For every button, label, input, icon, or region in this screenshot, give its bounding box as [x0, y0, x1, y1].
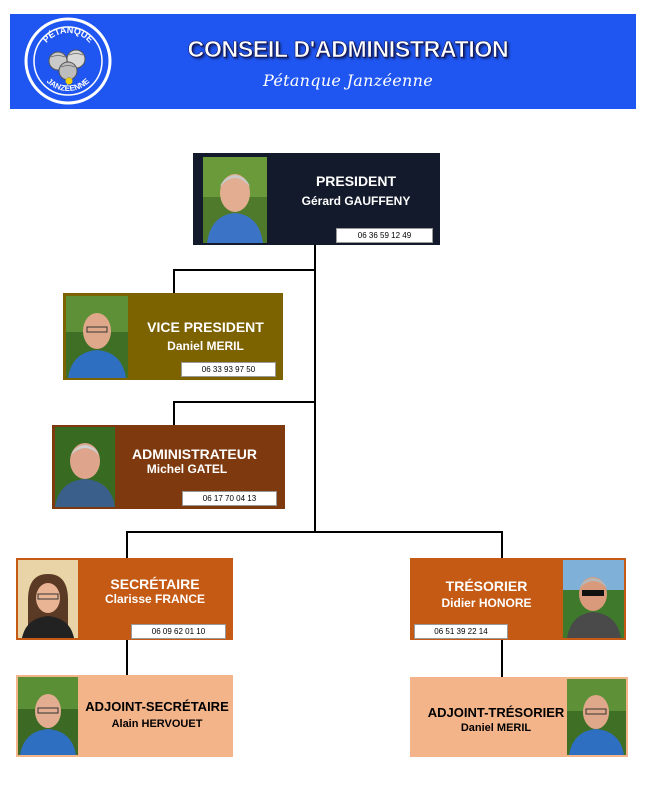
secretaire-phone: 06 09 62 01 10	[131, 624, 226, 639]
secretaire-photo	[18, 560, 78, 638]
administrateur-name: Michel GATEL	[146, 462, 228, 476]
administrateur-role: ADMINISTRATEUR	[132, 446, 257, 462]
connector-sec-v	[126, 531, 128, 558]
connector-admin-h	[173, 401, 316, 403]
tresorier-photo	[563, 560, 624, 638]
connector-vp-h	[173, 269, 316, 271]
adjoint-tresorier-photo	[567, 679, 626, 755]
connector-tres-v	[501, 531, 503, 558]
adjoint-tresorier-name: Daniel MERIL	[460, 722, 532, 734]
connector-adj-tres-v	[501, 640, 503, 677]
administrateur-phone: 06 17 70 04 13	[182, 491, 277, 506]
tresorier-role: TRÉSORIER	[445, 578, 528, 594]
president-name: Gérard GAUFFENY	[301, 194, 411, 208]
connector-trunk	[314, 245, 316, 533]
connector-adj-sec-v	[126, 640, 128, 675]
club-logo: PÉTANQUE JANZÉENNE	[24, 17, 112, 105]
tresorier-card: TRÉSORIER Didier HONORE 06 51 39 22 14	[410, 558, 626, 640]
connector-bottom-h	[126, 531, 503, 533]
connector-vp-v	[173, 269, 175, 293]
vice-president-name: Daniel MERIL	[167, 339, 244, 353]
connector-admin-v	[173, 401, 175, 426]
tresorier-name: Didier HONORE	[441, 596, 532, 610]
vice-president-role: VICE PRESIDENT	[147, 319, 264, 335]
adjoint-tresorier-card: ADJOINT-TRÉSORIER Daniel MERIL	[410, 677, 628, 757]
president-phone: 06 36 59 12 49	[336, 228, 433, 243]
vice-president-photo	[66, 296, 128, 378]
tresorier-phone: 06 51 39 22 14	[414, 624, 508, 639]
adjoint-secretaire-name: Alain HERVOUET	[111, 718, 203, 730]
secretaire-card: SECRÉTAIRE Clarisse FRANCE 06 09 62 01 1…	[16, 558, 233, 640]
secretaire-role: SECRÉTAIRE	[110, 576, 200, 592]
vice-president-card: VICE PRESIDENT Daniel MERIL 06 33 93 97 …	[63, 293, 283, 380]
adjoint-secretaire-card: ADJOINT-SECRÉTAIRE Alain HERVOUET	[16, 675, 233, 757]
president-photo	[203, 157, 267, 243]
secretaire-name: Clarisse FRANCE	[104, 592, 206, 606]
vice-president-phone: 06 33 93 97 50	[181, 362, 276, 377]
president-card: PRESIDENT Gérard GAUFFENY 06 36 59 12 49	[193, 153, 440, 245]
adjoint-tresorier-role: ADJOINT-TRÉSORIER	[427, 705, 565, 720]
adjoint-secretaire-role: ADJOINT-SECRÉTAIRE	[85, 699, 229, 714]
president-role: PRESIDENT	[315, 173, 397, 189]
adjoint-secretaire-photo	[18, 677, 78, 755]
administrateur-card: ADMINISTRATEUR Michel GATEL 06 17 70 04 …	[52, 425, 285, 509]
page-subtitle: Pétanque Janzéenne	[263, 71, 433, 90]
administrateur-photo	[55, 427, 115, 507]
header-banner: PÉTANQUE JANZÉENNE CONSEIL D'ADMINISTRAT…	[10, 14, 636, 109]
page-title: CONSEIL D'ADMINISTRATION	[187, 36, 509, 63]
